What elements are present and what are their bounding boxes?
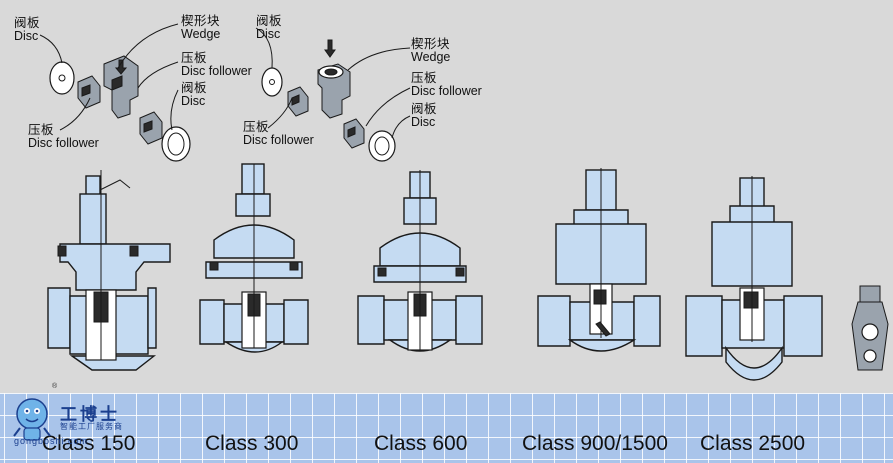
exploded-parts-middle — [255, 27, 411, 162]
callout-disc-mid-right: 阀板 Disc — [411, 103, 437, 129]
valve-class-600 — [357, 170, 483, 352]
disc-part-2 — [161, 126, 191, 162]
callout-follower-mid-top: 压板 Disc follower — [411, 72, 482, 98]
callout-en: Disc follower — [243, 133, 314, 147]
class-label-600: Class 600 — [374, 432, 468, 455]
callout-follower-left-top: 压板 Disc follower — [181, 52, 252, 78]
disc-part — [49, 61, 75, 95]
callout-cn: 压板 — [28, 123, 55, 137]
callout-en: Disc — [14, 29, 39, 43]
wedge-part — [103, 55, 139, 119]
logo-subtitle: 智能工厂服务商 — [60, 422, 123, 431]
callout-disc-left-right: 阀板 Disc — [181, 82, 207, 108]
logo-mascot-icon — [13, 398, 51, 441]
valve-diagram: .v { fill: #c5dbf2; stroke: #1a1a1a; str… — [39, 23, 889, 381]
disc-part-4 — [368, 130, 396, 162]
class-label-150: Class 150 — [42, 432, 136, 455]
valve-class-300 — [199, 163, 309, 353]
class-label-band — [0, 393, 893, 463]
callout-cn: 阀板 — [14, 16, 41, 30]
callout-en: Disc — [411, 115, 436, 129]
wedge-side-view — [851, 285, 889, 371]
logo-url: gongboshi.com — [14, 436, 89, 446]
wedge-top — [859, 285, 881, 303]
callout-follower-left-bottom: 压板 Disc follower — [28, 124, 99, 150]
callout-disc-left-top: 阀板 Disc — [14, 17, 40, 43]
callout-cn: 阀板 — [256, 14, 283, 28]
callout-cn: 阀板 — [411, 102, 438, 116]
callout-cn: 阀板 — [181, 81, 208, 95]
callout-disc-mid-top: 阀板 Disc — [256, 15, 282, 41]
callout-en: Disc follower — [181, 64, 252, 78]
callout-en: Disc follower — [28, 136, 99, 150]
callout-en: Disc — [181, 94, 206, 108]
callout-cn: 压板 — [181, 51, 208, 65]
callout-wedge-mid: 楔形块 Wedge — [411, 38, 450, 64]
class-label-300: Class 300 — [205, 432, 299, 455]
logo-name: 工博士 — [60, 405, 120, 424]
callout-cn: 楔形块 — [181, 14, 221, 28]
callout-en: Wedge — [181, 27, 221, 41]
callout-follower-mid-bottom: 压板 Disc follower — [243, 121, 314, 147]
class-label-2500: Class 2500 — [700, 432, 806, 455]
valve-class-150 — [47, 170, 171, 371]
class-label-900-1500: Class 900/1500 — [522, 432, 668, 455]
disc-part-3 — [261, 67, 283, 97]
callout-wedge-left: 楔形块 Wedge — [181, 15, 220, 41]
callout-en: Wedge — [411, 50, 451, 64]
callout-en: Disc — [256, 27, 281, 41]
exploded-parts-left — [39, 23, 191, 162]
callout-cn: 压板 — [243, 120, 270, 134]
callout-cn: 压板 — [411, 71, 438, 85]
valve-class-2500 — [685, 176, 823, 381]
valve-class-900-1500 — [537, 168, 661, 352]
callout-cn: 楔形块 — [411, 37, 451, 51]
logo-registered-mark: ® — [52, 383, 58, 390]
callout-en: Disc follower — [411, 84, 482, 98]
